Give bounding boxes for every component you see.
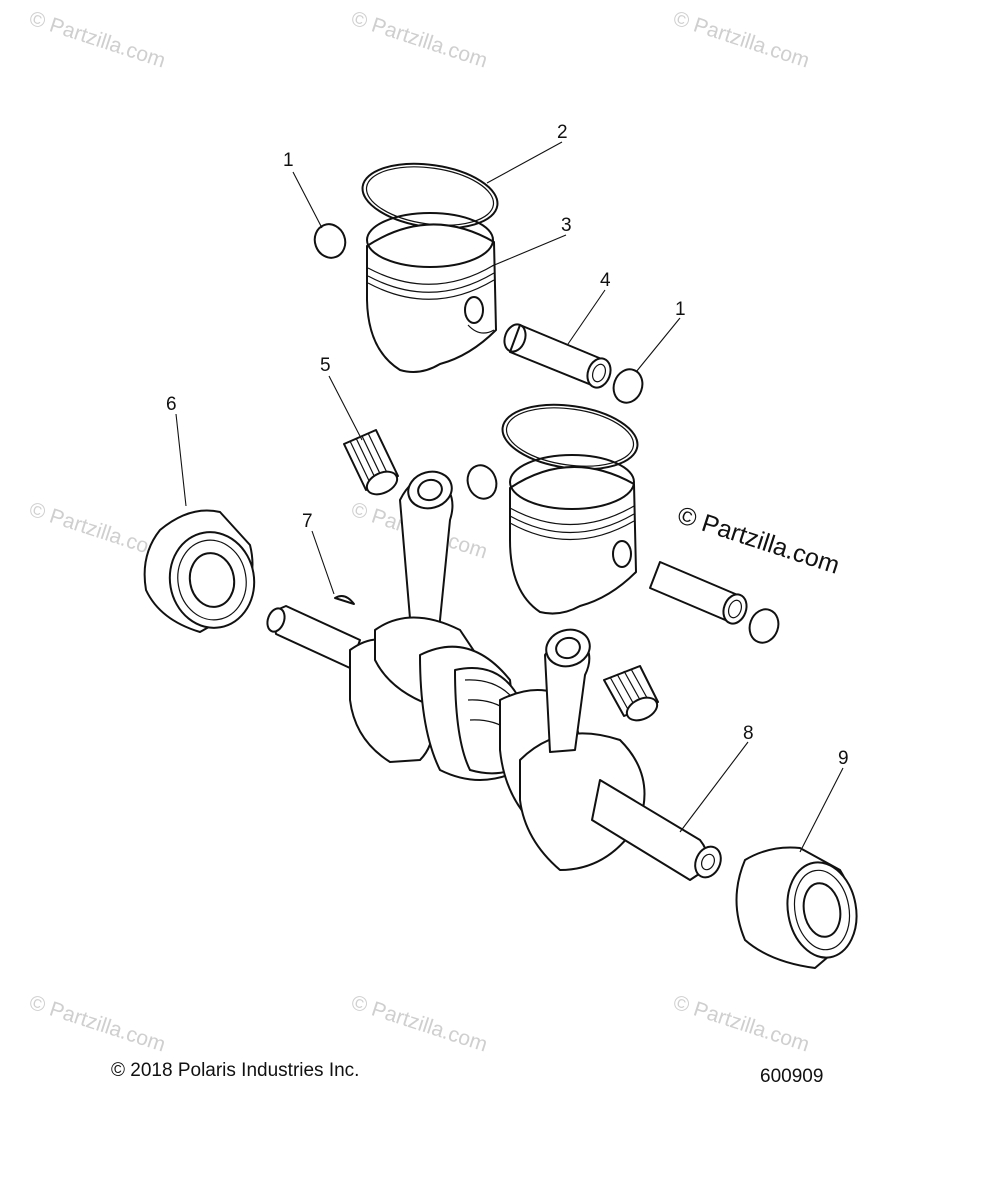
callout-4: 4: [600, 270, 611, 291]
callout-1b: 1: [675, 299, 686, 320]
callout-labels: 1 2 3 4 1 5 6 7 8 9: [166, 122, 849, 769]
leader-lines: [175, 141, 844, 853]
piston-upper: [366, 212, 497, 373]
callout-1: 1: [283, 150, 294, 171]
copyright-notice: © 2018 Polaris Industries Inc.: [111, 1060, 360, 1081]
wrist-pin-lower: [649, 561, 748, 625]
circlip-lower-right: [748, 608, 780, 644]
circlip-lower-left: [466, 464, 498, 500]
callout-9: 9: [838, 748, 849, 769]
callout-6: 6: [166, 394, 177, 415]
circlip-upper-left: [313, 223, 347, 259]
callout-8: 8: [743, 723, 754, 744]
callout-7: 7: [302, 511, 313, 532]
watermark: © Partzilla.com: [348, 7, 490, 73]
partzilla-watermark: © Partzilla.com: [674, 501, 843, 580]
main-bearing-right: [735, 846, 858, 969]
callout-3: 3: [561, 215, 572, 236]
wrist-pin-upper: [503, 323, 612, 389]
needle-bearing-lower: [603, 665, 659, 722]
needle-bearing-upper: [343, 429, 399, 496]
watermark: © Partzilla.com: [670, 991, 812, 1057]
watermark: © Partzilla.com: [26, 991, 168, 1057]
piston-lower: [509, 454, 637, 615]
crankshaft-assembly: [266, 470, 722, 881]
figure-number: 600909: [760, 1066, 824, 1087]
watermark: © Partzilla.com: [670, 7, 812, 73]
circlip-upper-right: [612, 368, 644, 404]
woodruff-key: [334, 595, 355, 605]
watermark: © Partzilla.com: [348, 991, 490, 1057]
main-bearing-left: [143, 509, 256, 633]
callout-2: 2: [557, 122, 568, 143]
callout-5: 5: [320, 355, 331, 376]
watermark: © Partzilla.com: [26, 7, 168, 73]
